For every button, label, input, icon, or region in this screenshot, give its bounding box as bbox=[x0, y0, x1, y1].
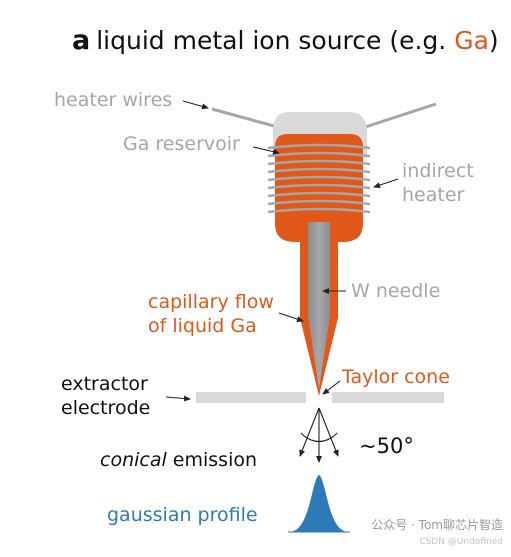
indirect-heater-coils bbox=[267, 143, 371, 214]
capillary-flow-label-line2: of liquid Ga bbox=[148, 315, 257, 337]
title-close: ) bbox=[488, 26, 499, 55]
extractor-electrode-label-line1: extractor bbox=[61, 373, 148, 395]
watermark-text: 公众号 · Tom聊芯片智造 bbox=[371, 518, 503, 532]
extractor-electrode-label-line2: electrode bbox=[61, 397, 151, 419]
emission-angle-label: ~50° bbox=[359, 434, 414, 458]
title-highlight: Ga bbox=[454, 26, 489, 55]
title-text: liquid metal ion source (e.g. bbox=[96, 26, 455, 55]
w-needle-label: W needle bbox=[351, 280, 441, 302]
extractor-electrode bbox=[196, 392, 444, 403]
conical-emission-rest: emission bbox=[166, 449, 258, 471]
capillary-flow-label-line1: capillary flow bbox=[148, 291, 274, 313]
conical-emission-label: conical emission bbox=[100, 450, 257, 471]
indirect-heater-label-line1: indirect bbox=[402, 160, 474, 182]
watermark-subtext: CSDN @Undefined bbox=[419, 537, 503, 547]
conical-emission-italic: conical bbox=[100, 449, 167, 471]
emission-cone bbox=[299, 407, 339, 463]
gaussian-profile-curve bbox=[290, 475, 348, 532]
heater-wires-label: heater wires bbox=[54, 89, 173, 111]
heater-wires bbox=[211, 102, 437, 131]
indirect-heater-label-line2: heater bbox=[402, 184, 465, 206]
ga-reservoir-label: Ga reservoir bbox=[123, 133, 240, 155]
gaussian-profile-label: gaussian profile bbox=[107, 504, 258, 526]
pointer-arrows bbox=[165, 100, 399, 402]
taylor-cone-label: Taylor cone bbox=[342, 366, 450, 388]
w-needle bbox=[308, 222, 330, 389]
panel-letter: a bbox=[72, 25, 91, 56]
